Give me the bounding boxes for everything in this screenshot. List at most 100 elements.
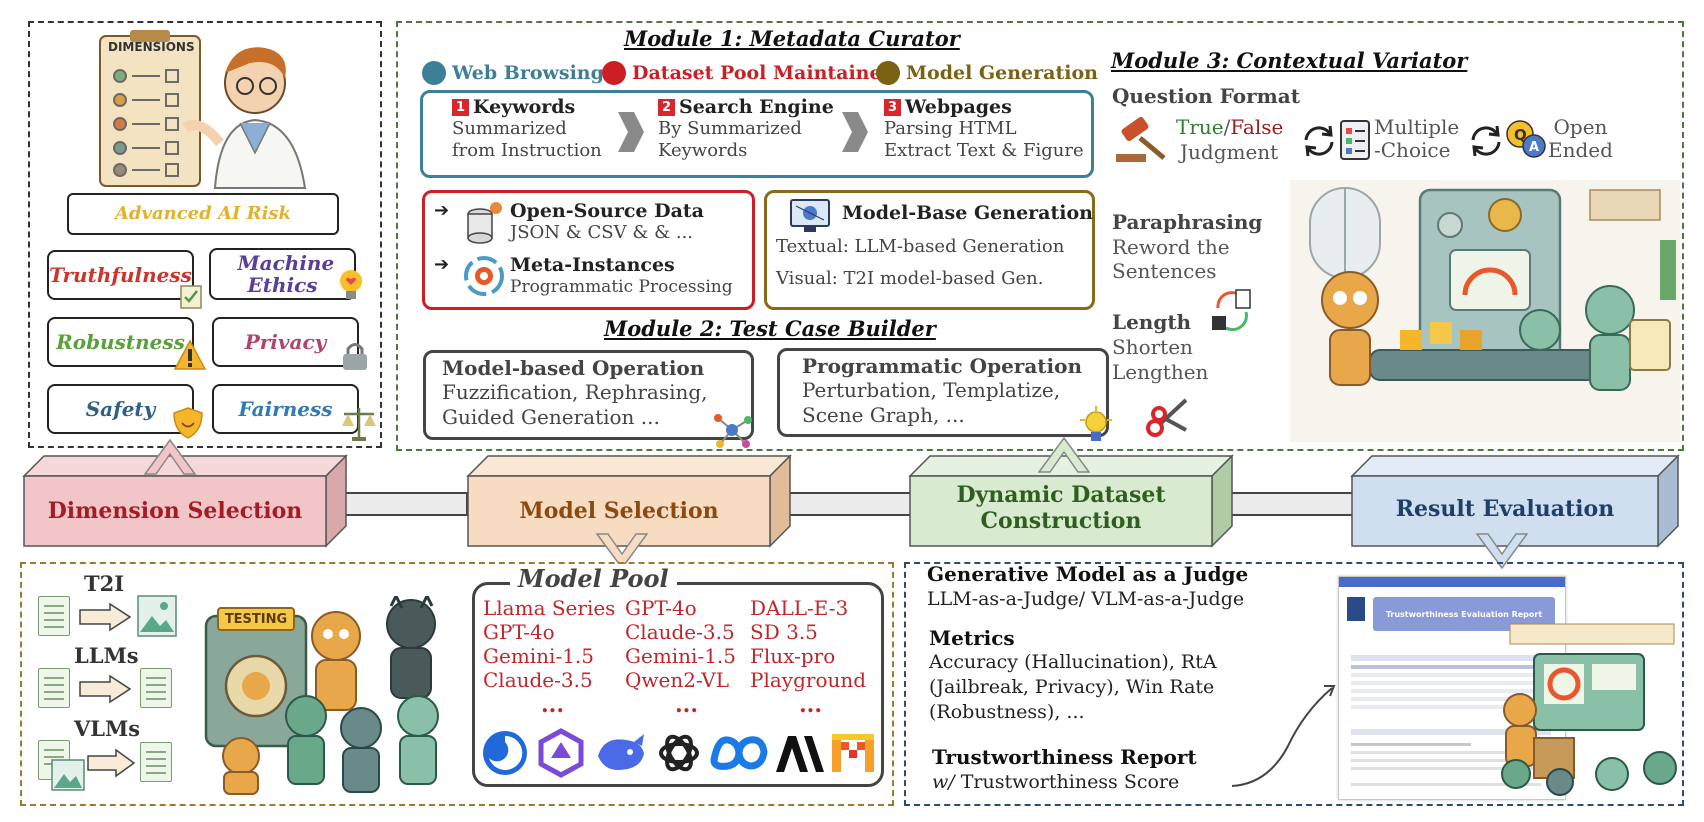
arrow-right-icon xyxy=(79,674,132,704)
scissors-icon xyxy=(1146,398,1188,437)
pool-item: Claude-3.5 xyxy=(483,668,593,692)
pool-item: Flux-pro xyxy=(750,644,836,668)
open-source-text: Open-Source Data JSON & CSV & & ... xyxy=(510,200,704,244)
dimensions-panel xyxy=(28,21,382,448)
document-icon xyxy=(38,596,70,636)
cycle-arrows-icon xyxy=(1304,125,1334,157)
t2i-label: T2I xyxy=(84,571,125,596)
stage-dynamic-dataset: Dynamic Dataset Construction xyxy=(956,482,1166,534)
connector-bar xyxy=(1214,492,1356,516)
monitor-network-icon xyxy=(790,199,830,232)
model-based-op-box xyxy=(423,350,754,440)
step2-line2: Keywords xyxy=(658,140,748,161)
programmatic-op-text: Programmatic Operation Perturbation, Tem… xyxy=(802,354,1082,428)
judge-title: Generative Model as a Judge xyxy=(927,562,1249,586)
advanced-ai-risk-box: Advanced AI Risk xyxy=(67,193,339,235)
web-dot-icon xyxy=(422,61,446,85)
stage-dimension-selection: Dimension Selection xyxy=(47,498,303,524)
pool-item: SD 3.5 xyxy=(750,620,818,644)
step2-title: Search Engine xyxy=(679,96,834,118)
chevron-down-icon xyxy=(1475,533,1529,570)
chevron-up-icon xyxy=(1037,436,1091,473)
prog-op-line1: Perturbation, Templatize, xyxy=(802,378,1061,402)
meta-instances-body: Programmatic Processing xyxy=(510,277,733,297)
truthfulness-box: Truthfulness xyxy=(47,250,194,300)
testing-robots-illustration xyxy=(204,596,439,795)
multiple-line2: -Choice xyxy=(1374,138,1451,162)
arrow-right-icon: ➔ xyxy=(434,200,450,221)
refresh-document-icon xyxy=(1212,289,1251,332)
stage-result-evaluation: Result Evaluation xyxy=(1395,496,1615,522)
model-pool-title: Model Pool xyxy=(510,564,677,593)
reword-line2: Sentences xyxy=(1112,259,1217,283)
truthfulness-label: Truthfulness xyxy=(49,263,192,287)
legend-web-browsing: Web Browsing xyxy=(422,61,604,85)
prog-op-line2: Scene Graph, ... xyxy=(802,403,965,427)
open-line2: Ended xyxy=(1548,138,1613,162)
open-source-title: Open-Source Data xyxy=(510,200,704,222)
whale-logo-icon xyxy=(598,734,644,770)
question-format-title: Question Format xyxy=(1112,84,1300,108)
machine-ethics-label: Machine Ethics xyxy=(237,251,335,297)
module1-title: Module 1: Metadata Curator xyxy=(624,26,960,51)
machine-ethics-box: Machine Ethics xyxy=(209,248,356,300)
pool-item: Qwen2-VL xyxy=(625,668,729,692)
step2-badge: 2 xyxy=(658,99,675,116)
document-icon xyxy=(38,668,70,708)
pool-col-t2i: DALL-E-3 SD 3.5 Flux-pro Playground xyxy=(750,596,866,692)
advanced-ai-risk-label: Advanced AI Risk xyxy=(114,203,292,224)
module2-title: Module 2: Test Case Builder xyxy=(604,316,936,341)
anthropic-logo-icon xyxy=(776,736,824,772)
model-gen-title: Model-Base Generation xyxy=(842,202,1093,224)
meta-logo-icon xyxy=(710,736,768,770)
clipboard-title: DIMENSIONS xyxy=(108,40,195,54)
image-icon xyxy=(51,759,85,791)
report-body: Trustworthiness Score xyxy=(960,771,1180,793)
true-false-line: True/False xyxy=(1176,116,1283,139)
svg-text:A: A xyxy=(1529,140,1539,155)
open-ended-label: Open Ended xyxy=(1548,116,1613,162)
stage-block-model xyxy=(466,454,792,548)
robustness-label: Robustness xyxy=(56,330,185,354)
pool-col-llm: Llama Series GPT-4o Gemini-1.5 Claude-3.… xyxy=(483,596,615,692)
stage-block-evaluation xyxy=(1350,454,1680,548)
stage-model-selection: Model Selection xyxy=(519,498,719,524)
legend-web-label: Web Browsing xyxy=(452,62,604,84)
metrics-title: Metrics xyxy=(929,626,1015,650)
robot-factory-illustration xyxy=(1290,180,1680,442)
step3-badge: 3 xyxy=(884,99,901,116)
openai-logo-icon xyxy=(659,734,699,772)
stage-block-dimension xyxy=(22,454,348,548)
gavel-icon xyxy=(1116,116,1166,162)
report-w: w/ xyxy=(932,771,955,793)
true-label: True xyxy=(1176,115,1224,139)
scale-icon xyxy=(342,408,376,441)
llms-label: LLMs xyxy=(74,643,139,668)
module3-title: Module 3: Contextual Variator xyxy=(1111,48,1468,73)
lightbulb-icon xyxy=(1080,406,1112,441)
chevron-up-icon xyxy=(143,438,197,475)
cycle-arrows-icon xyxy=(1471,125,1501,157)
step1-title: Keywords xyxy=(473,96,576,118)
judge-body: LLM-as-a-Judge/ VLM-as-a-Judge xyxy=(927,588,1245,610)
meta-instances-text: Meta-Instances Programmatic Processing xyxy=(510,254,733,298)
report-doc-title: Trustworthiness Evaluation Report xyxy=(1385,609,1543,619)
modules-panel xyxy=(396,21,1684,451)
pool-item: Gemini-1.5 xyxy=(625,644,737,668)
shorten-label: Shorten xyxy=(1112,335,1193,359)
step1-line2: from Instruction xyxy=(452,140,602,161)
stage-block-dataset xyxy=(908,454,1234,548)
model-op-line2: Guided Generation ... xyxy=(442,405,660,429)
shield-smile-icon xyxy=(173,407,203,439)
model-op-line1: Fuzzification, Rephrasing, xyxy=(442,380,708,404)
image-icon xyxy=(137,595,177,637)
pool-ellipsis: ... xyxy=(675,692,698,718)
judgment-label: Judgment xyxy=(1180,140,1279,164)
report-document: Trustworthiness Evaluation Report xyxy=(1338,576,1566,800)
mistral-logo-icon xyxy=(832,734,874,772)
pool-item: GPT-4o xyxy=(625,596,697,620)
checklist-icon xyxy=(180,285,202,309)
pool-item: DALL-E-3 xyxy=(750,596,849,620)
curved-arrow-icon xyxy=(1231,685,1336,787)
